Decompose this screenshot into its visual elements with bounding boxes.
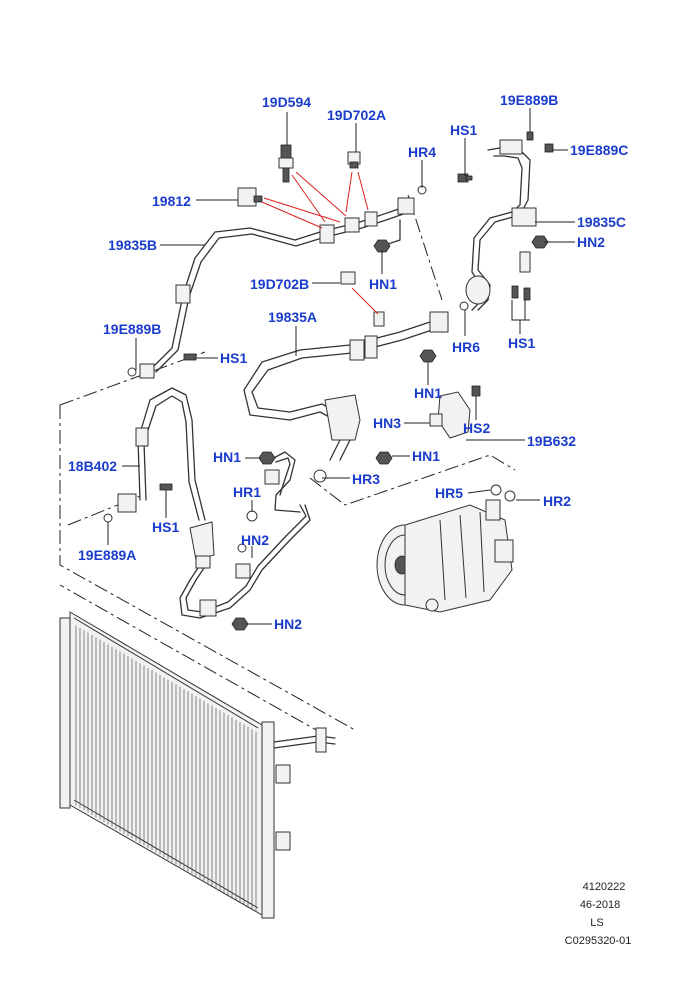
callout-hr3: HR3 (352, 471, 380, 487)
callout-19835a: 19835A (268, 309, 317, 325)
callout-hs2: HS2 (463, 420, 490, 436)
small-parts (103, 131, 554, 631)
callout-hs1-bottom: HS1 (152, 519, 179, 535)
pressure-sensor-19d594 (280, 144, 292, 160)
condenser-fins (75, 625, 257, 912)
red-leader-lines (261, 171, 379, 315)
callout-hs1-top: HS1 (450, 122, 477, 138)
callout-19d702a: 19D702A (327, 107, 386, 123)
callout-19835b: 19835B (108, 237, 157, 253)
callout-hn3: HN3 (373, 415, 401, 431)
callout-hr5: HR5 (435, 485, 463, 501)
callout-19e889c: 19E889C (570, 142, 628, 158)
callout-19e889b-top: 19E889B (500, 92, 558, 108)
callout-hn2-mid: HN2 (241, 532, 269, 548)
footer-line-1: 4120222 (583, 881, 626, 893)
compressor (376, 499, 514, 613)
valve-cap-19d702b (340, 271, 356, 285)
callout-19812: 19812 (152, 193, 191, 209)
footer-line-2: 46-2018 (580, 899, 620, 911)
callout-19b632: 19B632 (527, 433, 576, 449)
callout-hn2-right: HN2 (577, 234, 605, 250)
callout-hr4: HR4 (408, 144, 436, 160)
callout-hs1-left: HS1 (220, 350, 247, 366)
callout-19d702b: 19D702B (250, 276, 309, 292)
callout-hn1-right: HN1 (412, 448, 440, 464)
callout-hs1-right: HS1 (508, 335, 535, 351)
callout-19e889b-left: 19E889B (103, 321, 161, 337)
pressure-switch-19812 (237, 187, 257, 207)
callout-hn1-left: HN1 (213, 449, 241, 465)
leader-lines (107, 108, 575, 625)
callout-19e889a: 19E889A (78, 547, 136, 563)
callout-hn1-top: HN1 (369, 276, 397, 292)
callout-hr1: HR1 (233, 484, 261, 500)
footer-line-3: LS (590, 917, 603, 929)
callout-hr2: HR2 (543, 493, 571, 509)
callout-labels: 19D594 19D702A 19E889B HS1 19E889C HR4 1… (68, 92, 628, 632)
callout-hr6: HR6 (452, 339, 480, 355)
assembly-boundary-lines (59, 194, 516, 736)
pipes (117, 139, 537, 619)
callout-hn1-mid: HN1 (414, 385, 442, 401)
condenser (59, 611, 336, 919)
reference-footer: 4120222 46-2018 LS C0295320-01 (565, 881, 632, 947)
footer-line-4: C0295320-01 (565, 935, 632, 947)
callout-19835c: 19835C (577, 214, 626, 230)
callout-18b402: 18B402 (68, 458, 117, 474)
callout-19d594: 19D594 (262, 94, 311, 110)
callout-hn2-bottom: HN2 (274, 616, 302, 632)
